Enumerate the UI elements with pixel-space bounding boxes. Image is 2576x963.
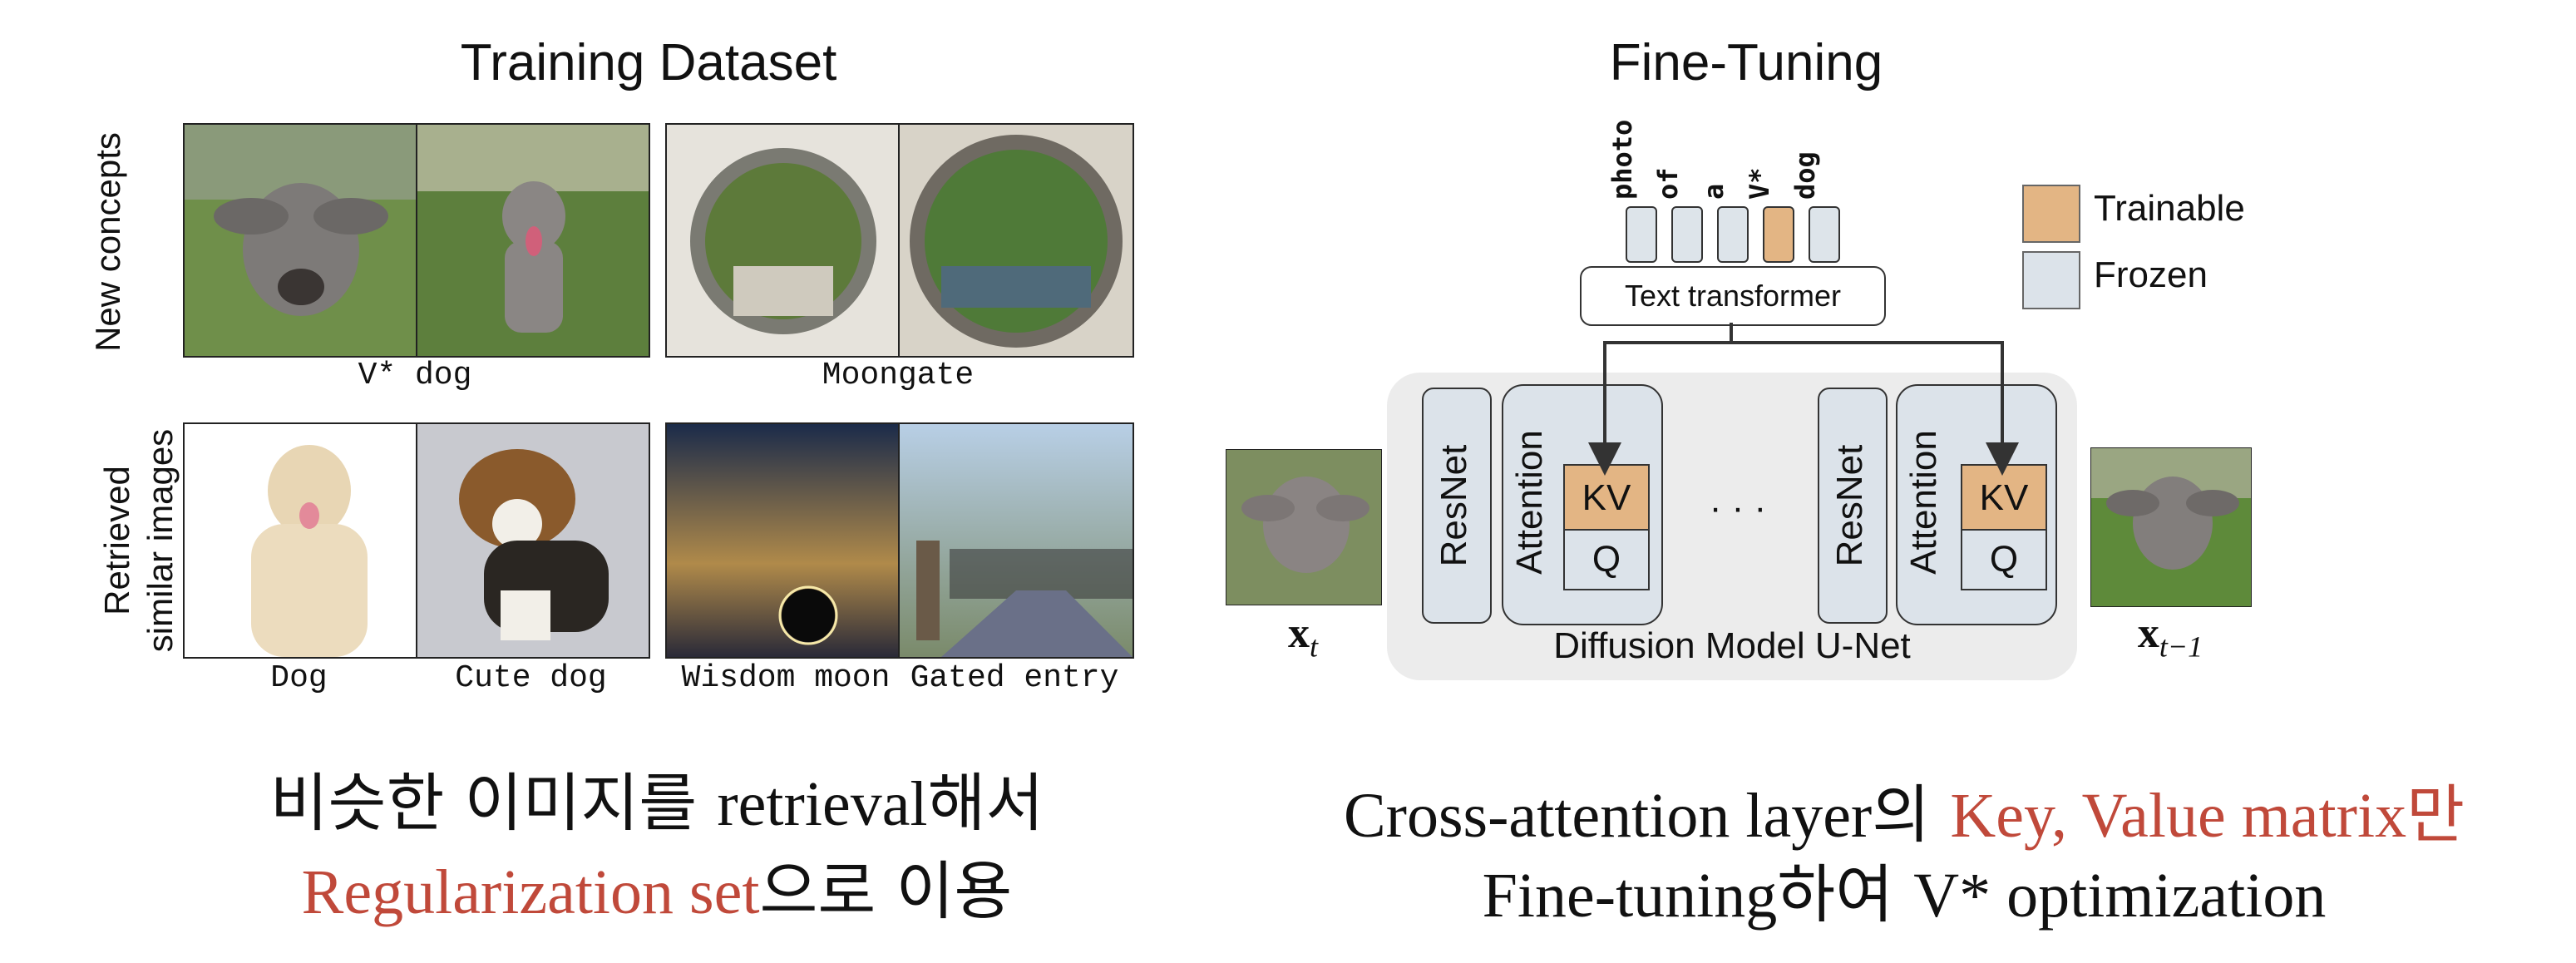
- text-transformer-label: Text transformer: [1624, 279, 1842, 313]
- right-summary-line1: Cross-attention layer의 Key, Value matrix…: [1264, 763, 2544, 852]
- image-retrieved-moon-gate: [665, 422, 1134, 659]
- q-label-2: Q: [1989, 539, 2019, 580]
- caption-dog: Dog: [270, 660, 328, 696]
- token-word-vstar: V*: [1744, 167, 1775, 200]
- token-box-dog: [1809, 206, 1840, 263]
- resnet-label-1: ResNet: [1434, 444, 1474, 567]
- token-word-dog: dog: [1789, 151, 1821, 200]
- image-xt-minus-1-dog: [2090, 447, 2252, 607]
- caption-v-dog: V* dog: [358, 358, 472, 393]
- resnet-label-2: ResNet: [1829, 444, 1870, 567]
- legend-swatch-trainable: [2022, 185, 2080, 243]
- right-line1-english: Cross-attention layer: [1343, 781, 1873, 851]
- ellipsis: · · ·: [1709, 487, 1767, 528]
- image-moongate-pair: [665, 123, 1134, 358]
- kv-label-1: KV: [1582, 477, 1631, 518]
- image-xt-noisy-dog: [1226, 449, 1382, 605]
- token-word-of: of: [1652, 167, 1684, 200]
- right-line1-red: Key, Value matrix: [1950, 781, 2407, 851]
- label-xt-minus-1: xt−1: [2079, 609, 2262, 663]
- caption-moongate: Moongate: [822, 358, 975, 393]
- caption-wisdom-moon: Wisdom moon: [681, 660, 891, 696]
- kv-label-2: KV: [1979, 477, 2029, 518]
- left-line1-english: retrieval: [717, 769, 928, 839]
- label-xt-main: x: [1287, 610, 1310, 657]
- image-v-dog-pair: [183, 123, 650, 358]
- left-line2-red: Regularization set: [301, 857, 760, 927]
- legend-label-trainable: Trainable: [2094, 188, 2245, 229]
- right-line1-red-korean: 만: [2406, 778, 2465, 852]
- caption-gated-entry: Gated entry: [910, 660, 1119, 696]
- text-transformer-box: Text transformer: [1580, 266, 1886, 326]
- kv-box-2: KV: [1961, 464, 2047, 532]
- q-box-2: Q: [1961, 529, 2047, 590]
- left-line1-korean-a: 비슷한 이미지를: [269, 766, 718, 840]
- right-line1-korean: 의: [1872, 778, 1951, 852]
- q-label-1: Q: [1591, 539, 1621, 580]
- token-box-a: [1717, 206, 1749, 263]
- token-box-of: [1671, 206, 1703, 263]
- label-xt: xt: [1226, 609, 1380, 663]
- label-xt-sub: t: [1309, 630, 1318, 664]
- legend-swatch-frozen: [2022, 251, 2080, 309]
- left-line1-korean-b: 해서: [927, 766, 1044, 840]
- left-summary-line2: Regularization set으로 이용: [83, 840, 1231, 928]
- fine-tuning-title: Fine-Tuning: [1609, 34, 1883, 91]
- q-box-1: Q: [1563, 529, 1650, 590]
- left-line2-korean: 으로 이용: [759, 854, 1013, 928]
- row-label-retrieved-line2: similar images: [141, 428, 180, 653]
- attention-label-1: Attention: [1509, 430, 1550, 575]
- kv-box-1: KV: [1563, 464, 1650, 532]
- image-retrieved-dogs: [183, 422, 650, 659]
- token-box-photo: [1626, 206, 1657, 263]
- right-line2-english-b: V* optimization: [1913, 861, 2327, 931]
- legend-label-frozen: Frozen: [2094, 254, 2208, 295]
- left-summary-line1: 비슷한 이미지를 retrieval해서: [83, 752, 1231, 840]
- attention-label-2: Attention: [1903, 430, 1944, 575]
- row-label-retrieved: Retrieved similar images: [96, 391, 187, 690]
- label-xtm1-sub: t−1: [2159, 630, 2203, 664]
- right-line2-korean: 하여: [1777, 857, 1914, 931]
- label-xtm1-main: x: [2137, 610, 2159, 657]
- training-dataset-title: Training Dataset: [460, 34, 837, 91]
- row-label-new-concepts: New concepts: [88, 132, 127, 352]
- token-word-a: a: [1698, 183, 1730, 200]
- resnet-block-2: ResNet: [1818, 388, 1888, 624]
- resnet-block-1: ResNet: [1422, 388, 1492, 624]
- caption-cute-dog: Cute dog: [455, 660, 607, 696]
- right-summary-line2: Fine-tuning하여 V* optimization: [1264, 843, 2544, 931]
- unet-label: Diffusion Model U-Net: [1553, 625, 1911, 666]
- token-word-photo: photo: [1606, 119, 1638, 200]
- right-line2-english: Fine-tuning: [1482, 861, 1778, 931]
- row-label-retrieved-line1: Retrieved: [97, 466, 136, 615]
- token-box-vstar: [1763, 206, 1794, 263]
